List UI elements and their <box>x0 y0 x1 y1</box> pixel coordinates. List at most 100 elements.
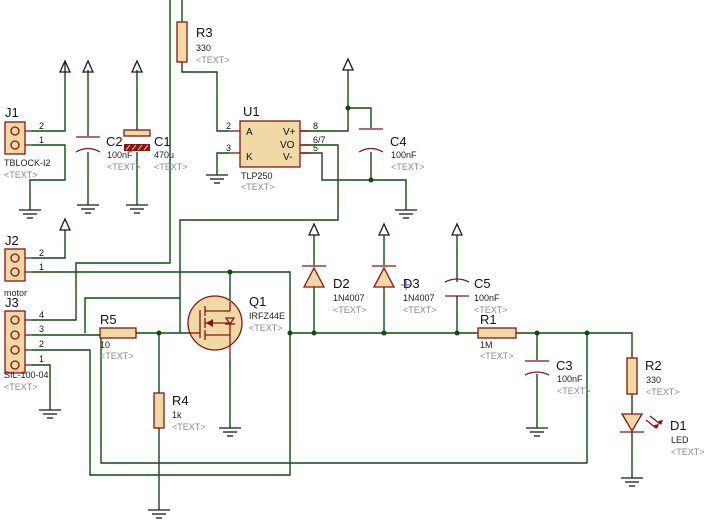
r5-value: 10 <box>100 340 110 350</box>
u1-value: TLP250 <box>241 171 273 181</box>
c4-text: <TEXT> <box>391 162 425 172</box>
connector-j2[interactable]: J2 2 1 motor <box>4 233 44 298</box>
d1-text: <TEXT> <box>671 447 705 457</box>
q1-text: <TEXT> <box>249 323 283 333</box>
d2-ref: D2 <box>333 276 350 291</box>
j1-pin-1: 1 <box>39 135 44 145</box>
d3-value: 1N4007 <box>403 293 435 303</box>
resistor-r2[interactable]: R2 330 <TEXT> <box>626 357 680 397</box>
c2-value: 100nF <box>107 150 133 160</box>
power-symbols <box>58 57 464 236</box>
capacitor-c2[interactable]: C2 100nF <TEXT> <box>75 134 141 172</box>
r3-value: 330 <box>196 43 211 53</box>
resistor-r3[interactable]: R3 330 <TEXT> <box>176 21 230 65</box>
d2-text: <TEXT> <box>333 305 367 315</box>
q1-value: IRFZ44E <box>249 311 285 321</box>
power-arrow-icon <box>81 59 95 73</box>
c2-ref: C2 <box>106 134 123 149</box>
r1-value: 1M <box>480 340 493 350</box>
r1-ref: R1 <box>480 312 497 327</box>
u1-pin-vo: VO <box>280 140 295 151</box>
junctions <box>156 105 590 336</box>
capacitor-c1[interactable]: C1 470u <TEXT> <box>123 129 188 172</box>
d3-text: <TEXT> <box>403 305 437 315</box>
c4-value: 100nF <box>391 150 417 160</box>
j3-pin-4: 4 <box>39 310 44 320</box>
power-arrow-icon <box>450 222 464 236</box>
j3-text: <TEXT> <box>4 382 38 392</box>
c1-value: 470u <box>154 150 174 160</box>
diode-d2[interactable]: D2 1N4007 <TEXT> <box>302 265 367 315</box>
j1-pin-2: 2 <box>39 121 44 131</box>
mosfet-q1[interactable]: Q1 IRFZ44E <TEXT> <box>187 294 285 358</box>
ground-icon <box>19 209 41 219</box>
c1-ref: C1 <box>154 134 171 149</box>
u1-pin-a: A <box>246 127 253 138</box>
u1-text: <TEXT> <box>241 182 275 192</box>
j2-value: motor <box>4 288 27 298</box>
resistor-r1[interactable]: R1 1M <TEXT> <box>477 312 517 361</box>
r3-text: <TEXT> <box>196 55 230 65</box>
c3-ref: C3 <box>556 358 573 373</box>
capacitor-c4[interactable]: C4 100nF <TEXT> <box>358 128 425 172</box>
r4-value: 1k <box>172 410 182 420</box>
u1-pin-num-3: 3 <box>226 143 231 153</box>
ground-icon <box>526 427 548 437</box>
capacitor-c3[interactable]: C3 100nF <TEXT> <box>524 358 591 396</box>
r1-text: <TEXT> <box>480 351 514 361</box>
u1-pin-num-2: 2 <box>226 121 231 131</box>
connector-j3[interactable]: J3 4 3 2 1 SIL-100-04 <TEXT> <box>4 295 49 392</box>
resistor-r5[interactable]: R5 10 <TEXT> <box>99 312 137 361</box>
r5-text: <TEXT> <box>100 351 134 361</box>
connector-j1[interactable]: J1 2 1 TBLOCK-I2 <TEXT> <box>4 105 51 180</box>
ground-icon <box>126 204 148 214</box>
u1-pin-num-8: 8 <box>313 121 318 131</box>
j3-ref: J3 <box>5 295 19 310</box>
power-arrow-icon <box>307 222 321 236</box>
j2-ref: J2 <box>5 233 19 248</box>
r5-ref: R5 <box>100 312 117 327</box>
diode-d3[interactable]: D3 1N4007 <TEXT> <box>372 265 437 315</box>
j2-pin-1: 1 <box>39 262 44 272</box>
u1-pin-k: K <box>246 152 253 163</box>
ground-symbols <box>19 174 643 519</box>
ground-icon <box>395 209 417 219</box>
d3-ref: D3 <box>403 276 420 291</box>
r2-ref: R2 <box>645 358 662 373</box>
d1-value: LED <box>671 435 689 445</box>
ground-icon <box>621 477 643 487</box>
r2-text: <TEXT> <box>646 387 680 397</box>
ground-icon <box>39 409 61 419</box>
c5-ref: C5 <box>474 276 491 291</box>
j1-value: TBLOCK-I2 <box>4 158 51 168</box>
u1-pin-vminus: V- <box>283 152 292 163</box>
c3-value: 100nF <box>557 374 583 384</box>
j3-pin-2: 2 <box>39 339 44 349</box>
power-arrow-icon <box>58 59 72 73</box>
u1-pin-vplus: V+ <box>283 127 296 138</box>
j1-text: <TEXT> <box>4 170 38 180</box>
c5-value: 100nF <box>474 293 500 303</box>
resistor-r4[interactable]: R4 1k <TEXT> <box>153 392 206 432</box>
c1-text: <TEXT> <box>154 162 188 172</box>
r3-ref: R3 <box>196 25 213 40</box>
optocoupler-u1[interactable]: U1 A K V+ VO V- 2 3 8 6/7 5 TLP250 <TEXT… <box>226 104 326 192</box>
d1-ref: D1 <box>670 418 687 433</box>
wires <box>29 0 633 510</box>
ground-icon <box>206 174 228 184</box>
j3-pin-1: 1 <box>39 354 44 364</box>
c3-text: <TEXT> <box>557 386 591 396</box>
capacitor-c5[interactable]: C5 100nF <TEXT> <box>444 276 508 315</box>
power-arrow-icon <box>377 222 391 236</box>
power-arrow-icon <box>341 57 355 71</box>
c4-ref: C4 <box>390 134 407 149</box>
power-arrow-icon <box>130 59 144 73</box>
d2-value: 1N4007 <box>333 293 365 303</box>
j1-ref: J1 <box>5 105 19 120</box>
j3-value: SIL-100-04 <box>4 370 49 380</box>
power-arrow-icon <box>58 217 72 231</box>
ground-icon <box>219 427 241 437</box>
q1-ref: Q1 <box>249 294 266 309</box>
led-d1[interactable]: D1 LED <TEXT> <box>620 413 705 457</box>
